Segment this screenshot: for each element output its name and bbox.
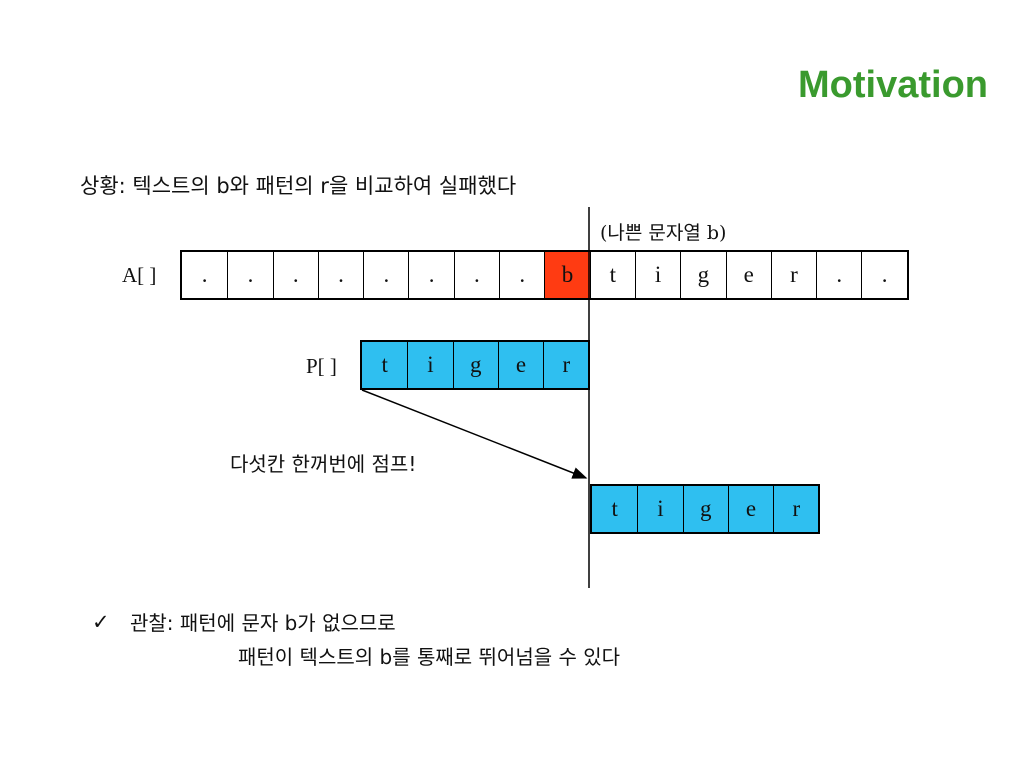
text-array-cell: . [453,252,499,298]
text-array-cell: . [317,252,363,298]
bad-character-label: (나쁜 문자열 b) [600,222,727,244]
shifted-pattern-cell: g [682,486,728,532]
text-array-cell: . [861,252,906,298]
text-array-cell: . [201,262,208,287]
shifted-pattern-cell: e [727,486,774,532]
slide-title: Motivation [798,64,988,106]
jump-arrow [361,389,588,479]
pattern-array-label: P[ ] [306,354,337,378]
jump-note: 다섯칸 한꺼번에 점프! [230,452,417,476]
pattern-array-cell: e [497,342,544,388]
text-array-cell: . [363,252,408,298]
text-array-cell: . [499,252,544,298]
pattern-array-cell: r [543,342,589,388]
text-array-cell: . [227,252,272,298]
observation-line-1: ✓ 관찰: 패턴에 문자 b가 없으므로 [92,607,396,636]
text-array-cell: . [272,252,318,298]
text-array-cell: i [634,252,680,298]
observation-text-1: 관찰: 패턴에 문자 b가 없으므로 [130,611,396,635]
shifted-pattern-cell: i [637,486,683,532]
text-array-cell: e [725,252,771,298]
pattern-array-cell: g [452,342,498,388]
observation-text-2: 패턴이 텍스트의 b를 통째로 뛰어넘을 수 있다 [238,645,621,669]
shifted-pattern-cell: t [592,486,638,532]
check-icon: ✓ [92,609,110,634]
pattern-array-cell: t [362,342,408,388]
text-array-cell: t [589,252,635,298]
pattern-array-cell: i [407,342,453,388]
text-array-cell: g [680,252,725,298]
text-array-cell: b [544,252,590,298]
text-array-cell: r [770,252,816,298]
text-array-cell: . [816,252,861,298]
text-array-cell: . [408,252,453,298]
text-array-label: A[ ] [122,263,157,287]
shifted-pattern-cell: r [773,486,819,532]
situation-text: 상황: 텍스트의 b와 패턴의 r을 비교하여 실패했다 [80,174,517,198]
